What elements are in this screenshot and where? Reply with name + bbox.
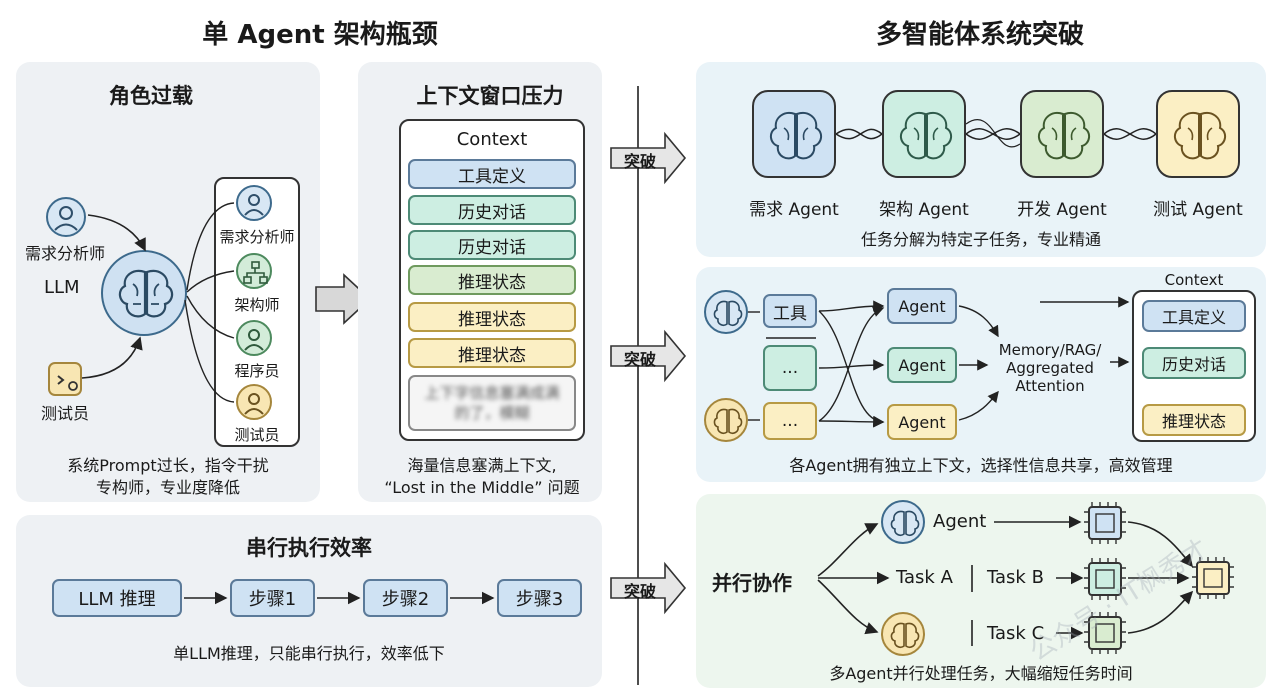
- context-pressure-title: 上下文窗口压力: [416, 84, 564, 108]
- memory-label-1: Memory/RAG/: [998, 341, 1102, 359]
- parallel-caption: 多Agent并行处理任务，大幅缩短任务时间: [829, 664, 1133, 683]
- user-top-label: 需求分析师: [24, 244, 105, 263]
- role-programmer: 程序员: [234, 362, 280, 380]
- agent-brain-bottom-icon: [704, 398, 748, 442]
- role-architect: 架构师: [234, 296, 280, 314]
- serial-step-1: 步骤1: [230, 579, 315, 617]
- context-caption-1: 海量信息塞满上下文,: [407, 456, 557, 475]
- user-bottom-label: 测试员: [40, 404, 89, 423]
- architecture-agent-brain-icon: [882, 90, 966, 178]
- role-overload-caption-1: 系统Prompt过长，指令干扰: [67, 456, 269, 475]
- task-b-label: Task B: [987, 567, 1044, 588]
- parallel-agent-label: Agent: [933, 511, 987, 532]
- architect-hierarchy-icon: [236, 253, 272, 289]
- parallel-panel: [696, 494, 1266, 688]
- agent-label-dev: 开发 Agent: [1017, 200, 1107, 220]
- role-analyst: 需求分析师: [219, 228, 295, 246]
- ctx-item-history-2: 历史对话: [408, 230, 576, 260]
- role-overload-title: 角色过载: [109, 84, 193, 108]
- tester-role-icon: [236, 384, 272, 420]
- cm-ctx-tools: 工具定义: [1142, 300, 1246, 332]
- cm-ctx-history: 历史对话: [1142, 347, 1246, 379]
- context-label: Context: [456, 129, 528, 150]
- ctx-item-history-1: 历史对话: [408, 195, 576, 225]
- requirement-agent-brain-icon: [752, 90, 836, 178]
- processor-chip-3: [1088, 616, 1122, 650]
- llm-label: LLM: [44, 277, 80, 298]
- serial-caption: 单LLM推理，只能串行执行，效率低下: [173, 644, 445, 663]
- role-overload-caption-2: 专构师，专业度降低: [95, 478, 240, 497]
- role-tester: 测试员: [234, 426, 280, 444]
- serial-step-3: 步骤3: [497, 579, 582, 617]
- tester-terminal-icon: [48, 362, 82, 396]
- cm-context-label: Context: [1164, 271, 1224, 289]
- right-title: 多智能体系统突破: [875, 20, 1084, 50]
- parallel-title: 并行协作: [712, 571, 792, 595]
- dev-agent-brain-icon: [1020, 90, 1104, 178]
- ctx-item-reasoning-3: 推理状态: [408, 338, 576, 368]
- processor-chip-2: [1088, 562, 1122, 596]
- processor-chip-merged: [1196, 561, 1230, 595]
- test-agent-brain-icon: [1156, 90, 1240, 178]
- specialization-caption: 任务分解为特定子任务，专业精通: [860, 230, 1101, 249]
- cm-tool-box: 工具: [763, 294, 817, 328]
- memory-label-3: Attention: [1015, 377, 1085, 395]
- ctx-item-tools: 工具定义: [408, 159, 576, 189]
- parallel-agent-brain-icon: [881, 500, 925, 544]
- analyst-role-icon: [236, 185, 272, 221]
- task-c-label: Task C: [987, 623, 1045, 644]
- cm-ellipsis-box-1: ...: [763, 345, 817, 391]
- parallel-agent-brain-icon-2: [881, 612, 925, 656]
- agent-label-requirement: 需求 Agent: [749, 200, 839, 220]
- processor-chip-1: [1088, 506, 1122, 540]
- agent-brain-top-icon: [704, 290, 748, 334]
- context-mgmt-caption: 各Agent拥有独立上下文，选择性信息共享，高效管理: [789, 456, 1173, 475]
- cm-agent-1: Agent: [887, 288, 957, 324]
- breakthrough-label-3: 突破: [624, 582, 657, 601]
- serial-step-2: 步骤2: [363, 579, 448, 617]
- context-caption-2: “Lost in the Middle” 问题: [384, 478, 580, 497]
- cm-agent-3: Agent: [887, 404, 957, 440]
- breakthrough-label-1: 突破: [624, 152, 657, 171]
- serial-title: 串行执行效率: [246, 536, 372, 560]
- ctx-item-reasoning-2: 推理状态: [408, 302, 576, 332]
- task-a-label: Task A: [896, 567, 953, 588]
- serial-step-llm: LLM 推理: [52, 579, 182, 617]
- left-title: 单 Agent 架构瓶颈: [202, 20, 438, 50]
- memory-label-2: Aggregated: [1006, 359, 1094, 377]
- programmer-icon: [236, 320, 272, 356]
- agent-label-architecture: 架构 Agent: [879, 200, 969, 220]
- analyst-user-icon: [46, 197, 86, 237]
- breakthrough-label-2: 突破: [624, 350, 657, 369]
- cm-agent-2: Agent: [887, 347, 957, 383]
- cm-ctx-reasoning: 推理状态: [1142, 404, 1246, 436]
- cm-ellipsis-box-2: ...: [763, 402, 817, 440]
- agent-label-test: 测试 Agent: [1153, 200, 1243, 220]
- ctx-item-reasoning-1: 推理状态: [408, 265, 576, 295]
- llm-brain-icon: [101, 250, 187, 336]
- ctx-overflow-blurred: 上下字信息塞满成满的了，模糊: [408, 375, 576, 431]
- ctx-overflow-text: 上下字信息塞满成满的了，模糊: [424, 384, 560, 422]
